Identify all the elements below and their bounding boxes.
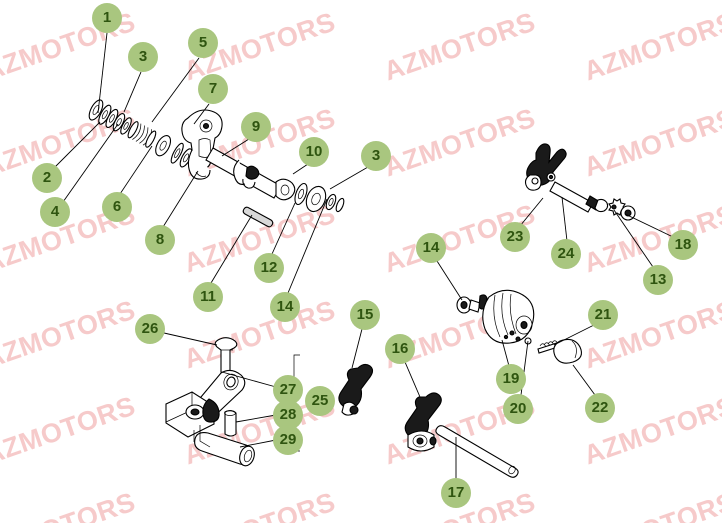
callout-leader-line [210, 214, 253, 284]
callout-badge-22[interactable]: 22 [585, 393, 615, 423]
callout-leader-line [519, 197, 544, 227]
callout-leader-line [151, 57, 200, 123]
callout-leader-line [572, 364, 596, 396]
part-shift-drum-stopper-assembly [524, 143, 636, 221]
callout-leader-line [501, 339, 510, 367]
callout-badge-9[interactable]: 9 [241, 112, 271, 142]
leader-lines [53, 32, 674, 480]
callout-badge-8[interactable]: 8 [145, 225, 175, 255]
callout-leader-line [97, 32, 108, 114]
callout-badge-3[interactable]: 3 [361, 141, 391, 171]
callout-leader-line [404, 361, 421, 398]
callout-leader-line [271, 202, 296, 255]
callout-leader-line [287, 198, 328, 294]
callout-leader-line [436, 260, 463, 301]
callout-badge-10[interactable]: 10 [299, 137, 329, 167]
callout-badge-26[interactable]: 26 [135, 314, 165, 344]
callout-leader-line [553, 324, 595, 346]
callout-leader-line [561, 196, 568, 242]
callout-leader-line [239, 439, 277, 448]
callout-leader-line [53, 121, 101, 169]
callout-leader-line [613, 209, 654, 268]
callout-leader-line [221, 371, 277, 388]
callout-badge-2[interactable]: 2 [32, 163, 62, 193]
callout-leader-line [162, 170, 199, 228]
callout-badge-7[interactable]: 7 [198, 74, 228, 104]
callout-leader-line [62, 123, 119, 203]
callout-leader-line [624, 213, 674, 238]
callout-badge-24[interactable]: 24 [551, 239, 581, 269]
callout-badge-14[interactable]: 14 [270, 292, 300, 322]
callout-leader-line [221, 138, 250, 157]
part-shift-pedal-bracket-assembly [165, 337, 300, 467]
callout-badge-18[interactable]: 18 [668, 230, 698, 260]
callout-leader-line [123, 71, 142, 113]
callout-badge-6[interactable]: 6 [102, 192, 132, 222]
callout-badge-3[interactable]: 3 [128, 42, 158, 72]
callout-badge-15[interactable]: 15 [350, 300, 380, 330]
callout-leader-line [163, 332, 218, 346]
callout-badge-14[interactable]: 14 [416, 233, 446, 263]
callout-badge-16[interactable]: 16 [385, 334, 415, 364]
callout-badge-19[interactable]: 19 [496, 364, 526, 394]
callout-badge-20[interactable]: 20 [503, 394, 533, 424]
callout-badge-23[interactable]: 23 [500, 222, 530, 252]
callout-leader-line [119, 145, 153, 195]
callout-badge-5[interactable]: 5 [188, 28, 218, 58]
callout-leader-line [351, 328, 363, 369]
callout-badge-11[interactable]: 11 [193, 282, 223, 312]
callout-leader-line [292, 163, 309, 175]
part-gear-shift-spindle-assembly [88, 99, 345, 228]
callout-badge-4[interactable]: 4 [40, 197, 70, 227]
callout-badge-17[interactable]: 17 [441, 478, 471, 508]
callout-badge-29[interactable]: 29 [273, 425, 303, 455]
callout-leader-line [329, 166, 369, 190]
callout-leader-line [193, 103, 210, 125]
callout-badge-12[interactable]: 12 [254, 253, 284, 283]
callout-leader-line [235, 414, 277, 423]
callout-badge-25[interactable]: 25 [305, 386, 335, 416]
callout-badge-21[interactable]: 21 [588, 300, 618, 330]
callout-badge-1[interactable]: 1 [92, 3, 122, 33]
callout-badge-13[interactable]: 13 [643, 265, 673, 295]
